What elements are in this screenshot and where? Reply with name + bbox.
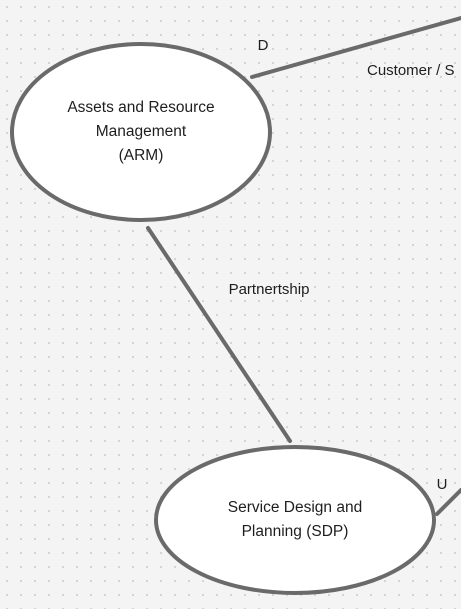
edge-sdp-to-offscreen[interactable] — [435, 488, 461, 516]
node-sdp-label: Service Design and Planning (SDP) — [227, 499, 363, 540]
node-arm-ellipse[interactable] — [10, 42, 272, 222]
edge-sdp-marker: U — [436, 476, 448, 493]
edge-arm-customer-marker: D — [257, 37, 269, 54]
node-sdp-ellipse[interactable] — [154, 445, 436, 595]
edge-arm-customer-label: Customer / S — [367, 62, 455, 79]
edge-arm-sdp-label: Partnertship — [228, 281, 310, 298]
node-arm-label: Assets and Resource Management (ARM) — [67, 99, 215, 164]
edge-arm-to-customer[interactable] — [250, 16, 461, 79]
edge-arm-to-sdp[interactable] — [146, 226, 292, 443]
